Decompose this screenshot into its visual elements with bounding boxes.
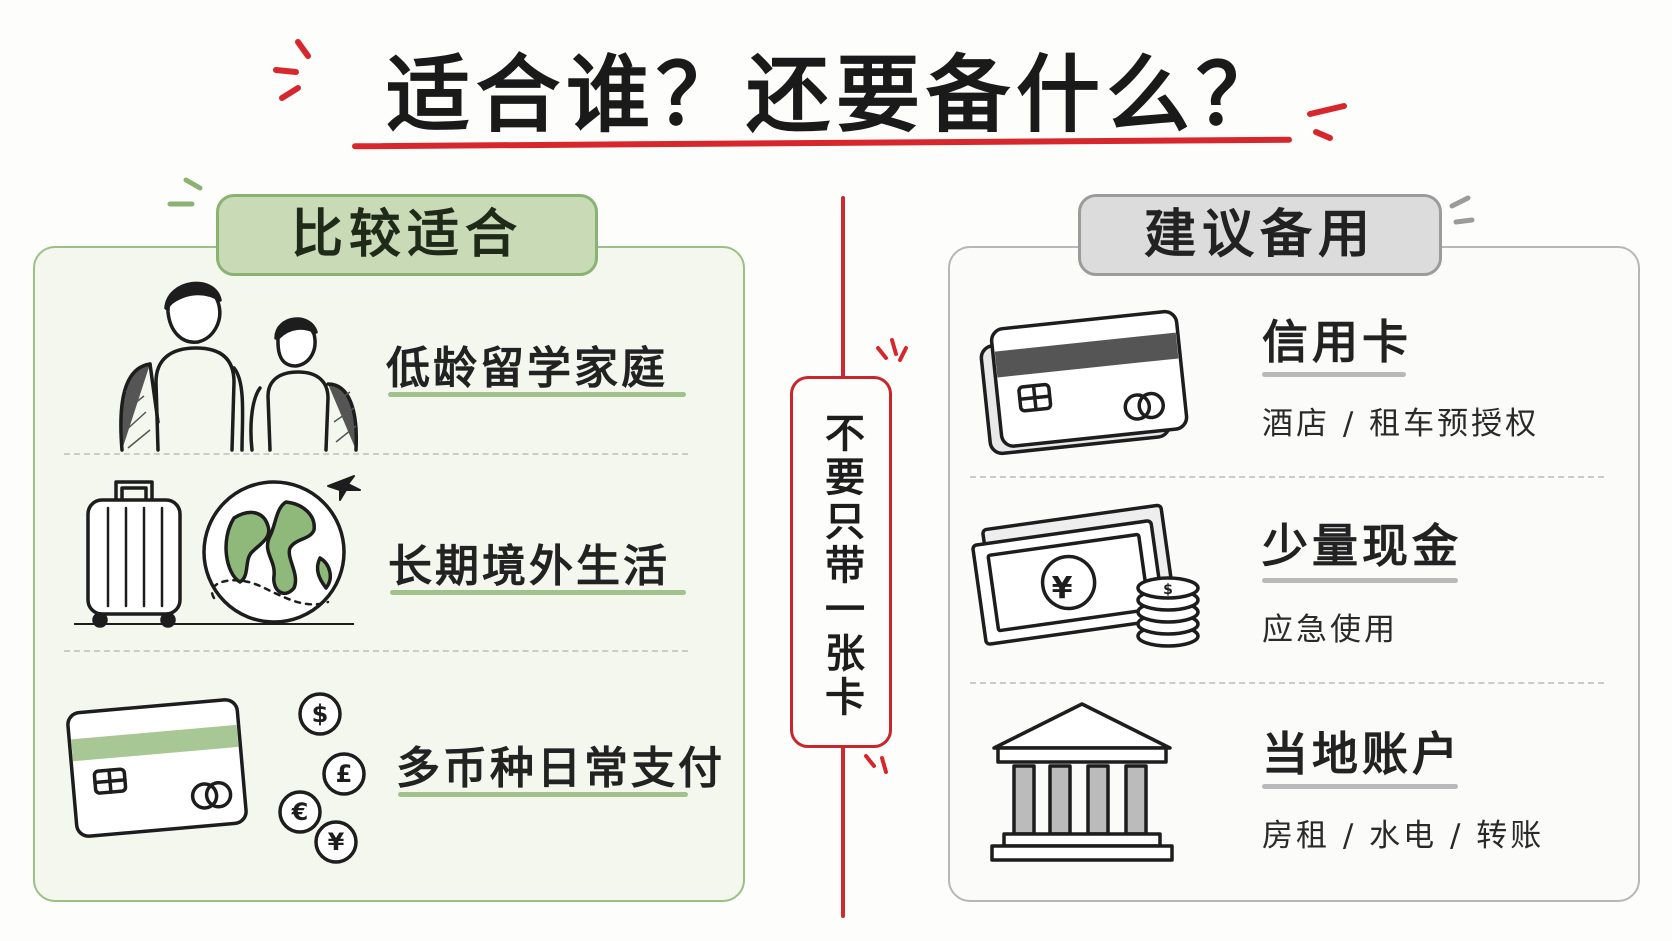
- divider: [64, 453, 688, 455]
- svg-text:¥: ¥: [1052, 571, 1073, 606]
- family-backpack-icon: [119, 281, 359, 452]
- divider: [970, 476, 1604, 478]
- spark-gray-icon: [1449, 195, 1475, 225]
- credit-card-icon: [979, 309, 1189, 456]
- spark-right-icon: [1307, 103, 1347, 141]
- svg-text:€: €: [291, 798, 309, 826]
- backup-cash-title: 少量现金: [1262, 519, 1462, 573]
- backup-local-account-title: 当地账户: [1262, 727, 1462, 781]
- divider: [64, 650, 688, 652]
- backup-credit-card-title: 信用卡: [1262, 315, 1412, 369]
- svg-text:$: $: [312, 700, 329, 728]
- underline: [398, 792, 688, 797]
- spark-center-bottom-icon: [864, 754, 888, 774]
- divider: [970, 682, 1604, 684]
- card-currency-icon: $ £ € ¥: [66, 692, 366, 864]
- backup-local-account-subtitle: 房租 / 水电 / 转账: [1262, 818, 1545, 854]
- spark-green-icon: [167, 177, 203, 207]
- backup-tag: 建议备用: [1078, 194, 1442, 276]
- underline: [390, 590, 686, 595]
- page-title: 适合谁？还要备什么？: [385, 46, 1286, 144]
- cash-coins-icon: ¥ $: [971, 503, 1200, 648]
- item-young-study-family: 低龄留学家庭: [386, 343, 668, 394]
- backup-credit-card-subtitle: 酒店 / 租车预授权: [1262, 406, 1540, 442]
- suitable-tag: 比较适合: [216, 194, 598, 276]
- underline: [388, 392, 686, 397]
- backup-cash-subtitle: 应急使用: [1262, 612, 1398, 648]
- warning-text: 不要只带一张卡: [818, 412, 864, 720]
- underline: [1262, 578, 1458, 583]
- item-long-term-abroad: 长期境外生活: [388, 541, 670, 592]
- underline: [1262, 372, 1406, 377]
- warning-box: 不要只带一张卡: [790, 376, 892, 748]
- svg-text:$: $: [1163, 582, 1173, 598]
- suitcase-globe-icon: [74, 475, 361, 628]
- item-multi-currency-payment: 多币种日常支付: [396, 743, 725, 794]
- underline: [1262, 784, 1458, 789]
- spark-center-top-icon: [876, 338, 908, 362]
- svg-text:£: £: [336, 760, 353, 788]
- spark-left-icon: [273, 39, 311, 101]
- svg-text:¥: ¥: [328, 828, 345, 856]
- bank-icon: [990, 702, 1174, 862]
